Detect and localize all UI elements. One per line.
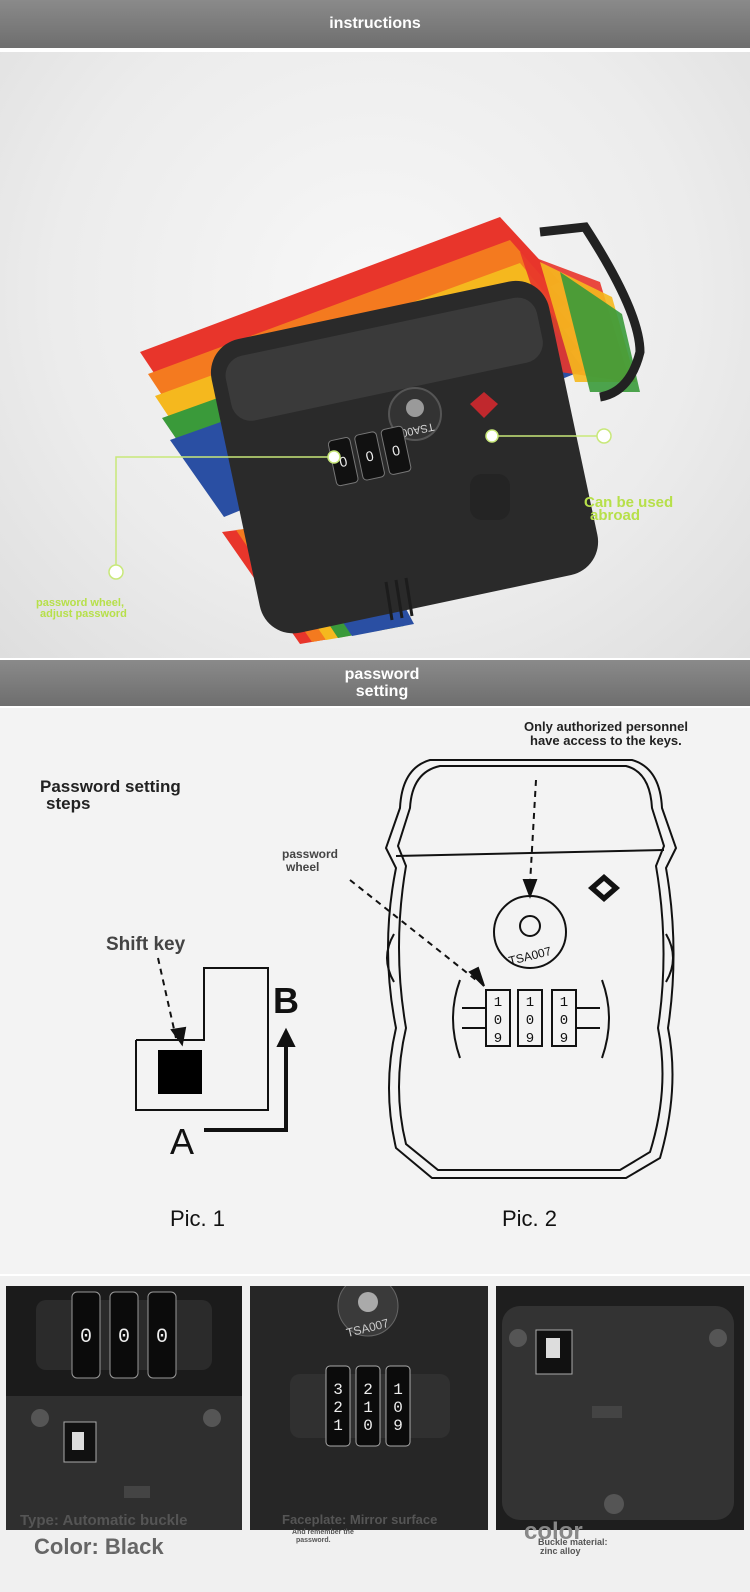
svg-text:0: 0 bbox=[338, 453, 349, 470]
wheel-label: password wheel bbox=[282, 848, 338, 874]
svg-text:0: 0 bbox=[364, 447, 375, 464]
pic2-diagram bbox=[349, 759, 678, 1179]
svg-text:9: 9 bbox=[494, 1031, 502, 1047]
callout-text: Can be used bbox=[584, 494, 674, 511]
wheel-label-line: wheel bbox=[286, 860, 320, 874]
remember-note: And remember the password. bbox=[292, 1529, 354, 1545]
callout-text: abroad bbox=[590, 507, 641, 524]
wheel-callout: password wheel, adjust password bbox=[36, 598, 127, 620]
remember-note-line: password. bbox=[296, 1537, 331, 1544]
callout-lines bbox=[108, 428, 612, 580]
lock-diagrams: A B TSA007 109 109 bbox=[135, 759, 678, 1231]
pic2-caption: Pic. 2 bbox=[502, 1206, 557, 1231]
material-note: Buckle material: zinc alloy bbox=[538, 1538, 608, 1556]
faceplate-caption: Faceplate: Mirror surface bbox=[282, 1512, 438, 1527]
shift-key-label: Shift key bbox=[106, 934, 186, 955]
pic1-diagram bbox=[135, 957, 296, 1132]
svg-text:0: 0 bbox=[118, 1326, 130, 1349]
svg-text:1: 1 bbox=[494, 995, 502, 1011]
section-header-password-setting: password setting bbox=[0, 660, 750, 706]
svg-text:9: 9 bbox=[393, 1417, 403, 1435]
svg-text:9: 9 bbox=[560, 1031, 568, 1047]
svg-text:1: 1 bbox=[526, 995, 534, 1011]
steps-heading: Password setting steps bbox=[40, 778, 181, 812]
callout-text: adjust password bbox=[40, 608, 127, 620]
abroad-callout: Can be used abroad bbox=[584, 494, 674, 524]
section-title-line: password bbox=[344, 666, 420, 683]
keys-note: Only authorized personnel have access to… bbox=[524, 720, 688, 748]
password-diagram-section: Password setting steps Shift key A B bbox=[0, 708, 750, 1274]
svg-text:1: 1 bbox=[363, 1399, 373, 1417]
label-b: B bbox=[273, 980, 299, 1021]
section-title-line: setting bbox=[355, 683, 409, 700]
callout-text: password wheel, bbox=[36, 597, 125, 609]
remember-note-line: And remember the bbox=[292, 1529, 354, 1536]
shift-key bbox=[158, 1050, 202, 1094]
svg-text:3: 3 bbox=[333, 1381, 343, 1399]
pic1-caption: Pic. 1 bbox=[170, 1206, 225, 1231]
luggage-strap-illustration: TSA007 0 0 0 bbox=[108, 217, 645, 644]
keys-note-line: have access to the keys. bbox=[530, 733, 682, 748]
svg-text:1: 1 bbox=[333, 1417, 343, 1435]
svg-text:1: 1 bbox=[393, 1381, 403, 1399]
lock-body: TSA007 0 0 0 bbox=[210, 280, 599, 634]
svg-text:0: 0 bbox=[526, 1013, 534, 1029]
svg-text:2: 2 bbox=[363, 1381, 373, 1399]
steps-heading-line: steps bbox=[46, 794, 91, 813]
svg-text:0: 0 bbox=[560, 1013, 568, 1029]
section-title: password setting bbox=[322, 666, 442, 700]
type-caption: Type: Automatic buckle bbox=[20, 1512, 188, 1529]
detail-photo-dials: 0 0 0 bbox=[6, 1286, 242, 1530]
steps-heading-line: Password setting bbox=[40, 777, 181, 796]
keys-note-line: Only authorized personnel bbox=[524, 719, 688, 734]
detail-photo-back bbox=[496, 1286, 744, 1530]
svg-text:0: 0 bbox=[494, 1013, 502, 1029]
svg-text:0: 0 bbox=[363, 1417, 373, 1435]
svg-text:0: 0 bbox=[80, 1326, 92, 1349]
svg-text:1: 1 bbox=[560, 995, 568, 1011]
section-header-instructions: instructions bbox=[0, 0, 750, 48]
color-caption: Color: Black bbox=[34, 1534, 164, 1559]
material-note-line: Buckle material: bbox=[538, 1537, 608, 1547]
label-a: A bbox=[170, 1121, 194, 1162]
svg-text:0: 0 bbox=[156, 1326, 168, 1349]
svg-text:9: 9 bbox=[526, 1031, 534, 1047]
svg-text:2: 2 bbox=[333, 1399, 343, 1417]
product-photo: TSA007 0 0 0 bbox=[0, 52, 750, 658]
section-title: instructions bbox=[329, 15, 421, 32]
material-note-line: zinc alloy bbox=[540, 1546, 581, 1556]
svg-text:0: 0 bbox=[393, 1399, 403, 1417]
wheel-label-line: password bbox=[282, 847, 339, 861]
dial-digits: 1 0 9 1 0 9 1 0 9 bbox=[494, 995, 568, 1047]
svg-text:0: 0 bbox=[391, 442, 402, 459]
color-word: color bbox=[524, 1518, 583, 1545]
